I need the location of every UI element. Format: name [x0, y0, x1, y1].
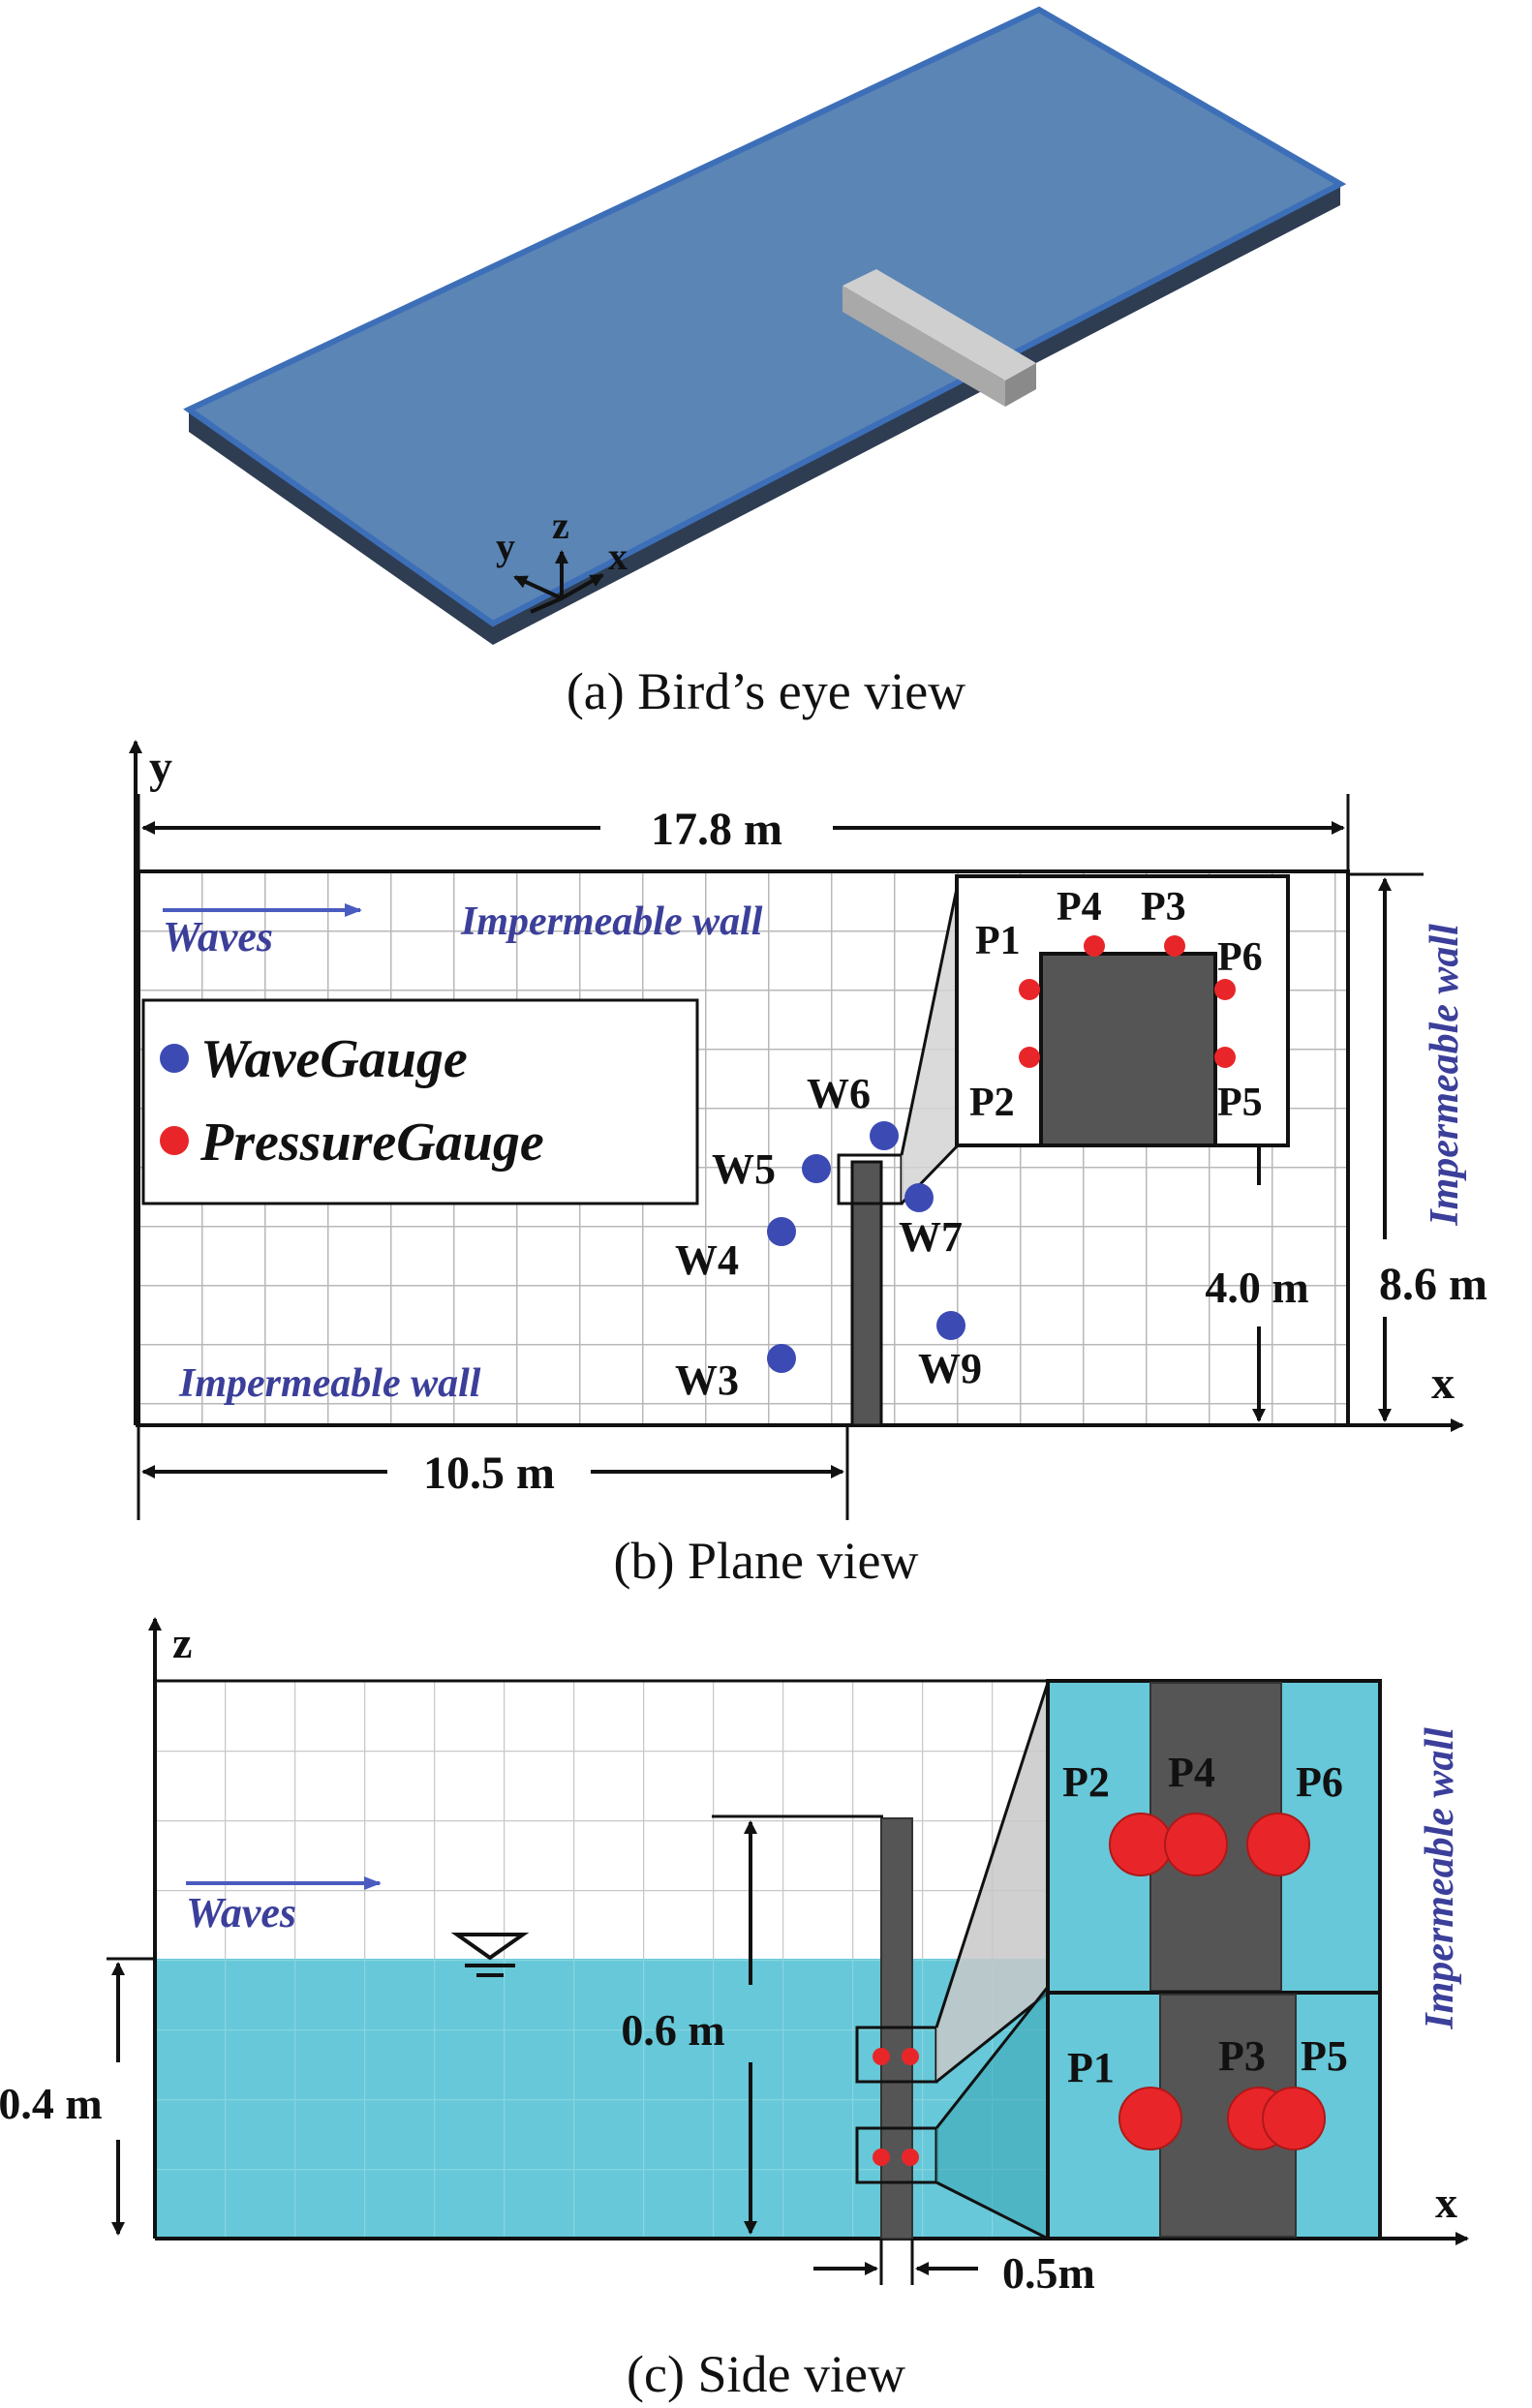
legend-pressure-gauge-label: PressureGauge	[199, 1113, 544, 1173]
p5-label: P5	[1217, 1081, 1263, 1125]
axes-triad	[513, 550, 604, 614]
dim-structure-x-label: 10.5 m	[423, 1448, 555, 1499]
dim-width-label: 8.6 m	[1379, 1259, 1487, 1310]
side-p4-label: P4	[1168, 1749, 1215, 1796]
wall-right-label: Impermeable wall	[1423, 924, 1467, 1227]
side-p5-label: P5	[1301, 2032, 1348, 2080]
w9-label: W9	[918, 1345, 982, 1392]
p1-marker	[1019, 979, 1040, 1000]
p5-marker	[1214, 1047, 1236, 1068]
side-pg-marker	[873, 2149, 890, 2166]
p3-marker	[1164, 935, 1185, 957]
tank-water-surface	[183, 6, 1347, 627]
legend-wave-gauge-label: WaveGauge	[200, 1029, 468, 1089]
dim-depth-label: 0.4 m	[0, 2079, 103, 2128]
p4-marker	[1084, 935, 1105, 957]
w4-label: W4	[675, 1236, 739, 1284]
axis-x-label: x	[608, 534, 628, 578]
w7-marker	[904, 1183, 934, 1212]
side-waves-label: Waves	[186, 1889, 296, 1936]
zoom-funnel-upper	[936, 1681, 1048, 2082]
side-pg-marker	[902, 2048, 919, 2065]
side-p2-label: P2	[1062, 1758, 1110, 1806]
panel-a-birds-eye-view: z x y (a) Bird’s eye view	[183, 6, 1347, 720]
structure-block-side	[843, 286, 1005, 407]
structure-block-end	[1005, 363, 1036, 407]
dim-length-label: 17.8 m	[651, 804, 782, 855]
w3-label: W3	[675, 1356, 739, 1404]
panel-b-plane-view: y x 17.8 m 8.6 m 4.0 m 10.5 m Waves Impe…	[129, 740, 1487, 1590]
plan-inset-structure	[1039, 952, 1217, 1147]
p4-label: P4	[1057, 885, 1102, 930]
legend-wave-gauge-marker	[160, 1044, 189, 1073]
plan-pressure-markers	[1019, 935, 1236, 1068]
legend-box	[141, 998, 699, 1205]
side-p3-label: P3	[1218, 2032, 1266, 2080]
legend-pressure-gauge-marker	[160, 1126, 189, 1155]
side-p6-label: P6	[1296, 1758, 1343, 1806]
p2-label: P2	[969, 1081, 1015, 1125]
wall-bottom-label: Impermeable wall	[178, 1361, 481, 1406]
p1-label: P1	[975, 919, 1021, 963]
p6-label: P6	[1217, 935, 1263, 980]
panel-c-side-view: z x Waves 0.4 m 0.6 m	[0, 1617, 1469, 2403]
w5-label: W5	[712, 1145, 776, 1193]
wave-gauge-markers	[767, 1121, 965, 1373]
side-p1-label: P1	[1067, 2044, 1115, 2091]
waves-label: Waves	[163, 913, 273, 960]
zoom-funnel	[902, 876, 959, 1204]
side-axis-x-label: x	[1435, 2178, 1457, 2227]
side-wall-right-label: Impermeable wall	[1418, 1727, 1462, 2030]
w7-label: W7	[899, 1213, 963, 1261]
axis-y-label: y	[496, 525, 515, 568]
structure-block-top	[843, 269, 1036, 381]
w4-marker	[767, 1217, 796, 1246]
w5-marker	[802, 1154, 831, 1183]
side-inset-upper: P2 P4 P6	[1046, 1679, 1382, 1995]
side-pg-marker	[902, 2149, 919, 2166]
plane-axis-x-label: x	[1431, 1357, 1455, 1409]
p3-label: P3	[1141, 885, 1186, 930]
dim-structure-len-label: 4.0 m	[1205, 1263, 1308, 1312]
w6-label: W6	[807, 1070, 871, 1117]
p6-marker	[1214, 979, 1236, 1000]
caption-c: (c) Side view	[627, 2345, 905, 2403]
p2-marker	[1019, 1047, 1040, 1068]
dim-thickness-label: 0.5m	[1002, 2248, 1095, 2298]
side-inset-lower: P1 P3 P5	[1046, 1991, 1382, 2240]
plane-axis-y-label: y	[149, 742, 172, 793]
zoom-funnel-lower	[936, 1987, 1048, 2239]
w9-marker	[936, 1311, 965, 1340]
side-axis-z-label: z	[172, 1618, 192, 1667]
dim-height-label: 0.6 m	[621, 2005, 724, 2055]
water-level-symbol	[450, 1933, 530, 1977]
w3-marker	[767, 1344, 796, 1373]
axis-z-label: z	[552, 503, 569, 547]
side-pg-marker	[873, 2048, 890, 2065]
structure-plan	[850, 1160, 883, 1427]
caption-b: (b) Plane view	[614, 1532, 919, 1590]
wall-top-label: Impermeable wall	[460, 899, 763, 944]
w6-marker	[870, 1121, 899, 1150]
caption-a: (a) Bird’s eye view	[567, 662, 965, 720]
